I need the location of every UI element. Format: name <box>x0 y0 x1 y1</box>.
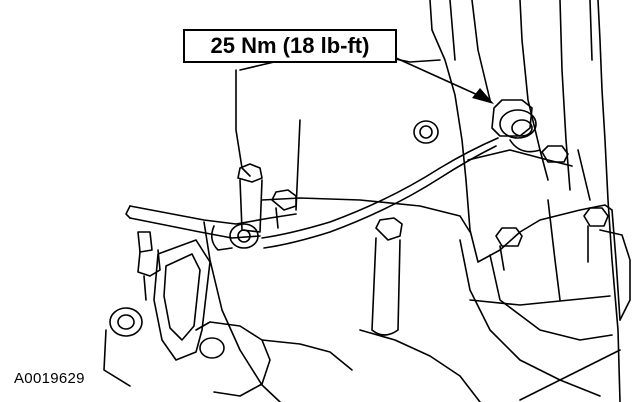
shift-lever <box>125 205 297 251</box>
bolt-middle <box>271 189 297 229</box>
bolt-left <box>237 163 263 233</box>
electrical-connector <box>137 231 161 301</box>
callout-leader <box>395 57 481 97</box>
mounting-bracket <box>195 321 353 397</box>
bolt-right <box>495 227 523 271</box>
torque-callout-label: 25 Nm (18 lb-ft) <box>183 29 397 63</box>
flange-gasket <box>153 239 211 361</box>
transmission-housing <box>203 0 631 402</box>
leader-arrowhead <box>472 88 494 104</box>
wire-harness <box>261 137 499 249</box>
housing-ribs <box>449 0 593 301</box>
figure-id: A0019629 <box>14 370 85 387</box>
nut-right-side <box>541 145 569 163</box>
sensor-nut <box>491 99 541 153</box>
bolt-far-right <box>583 207 609 263</box>
lower-left-boss <box>103 307 143 387</box>
cylindrical-boss-upper <box>413 120 439 144</box>
bolt-center <box>371 217 403 336</box>
